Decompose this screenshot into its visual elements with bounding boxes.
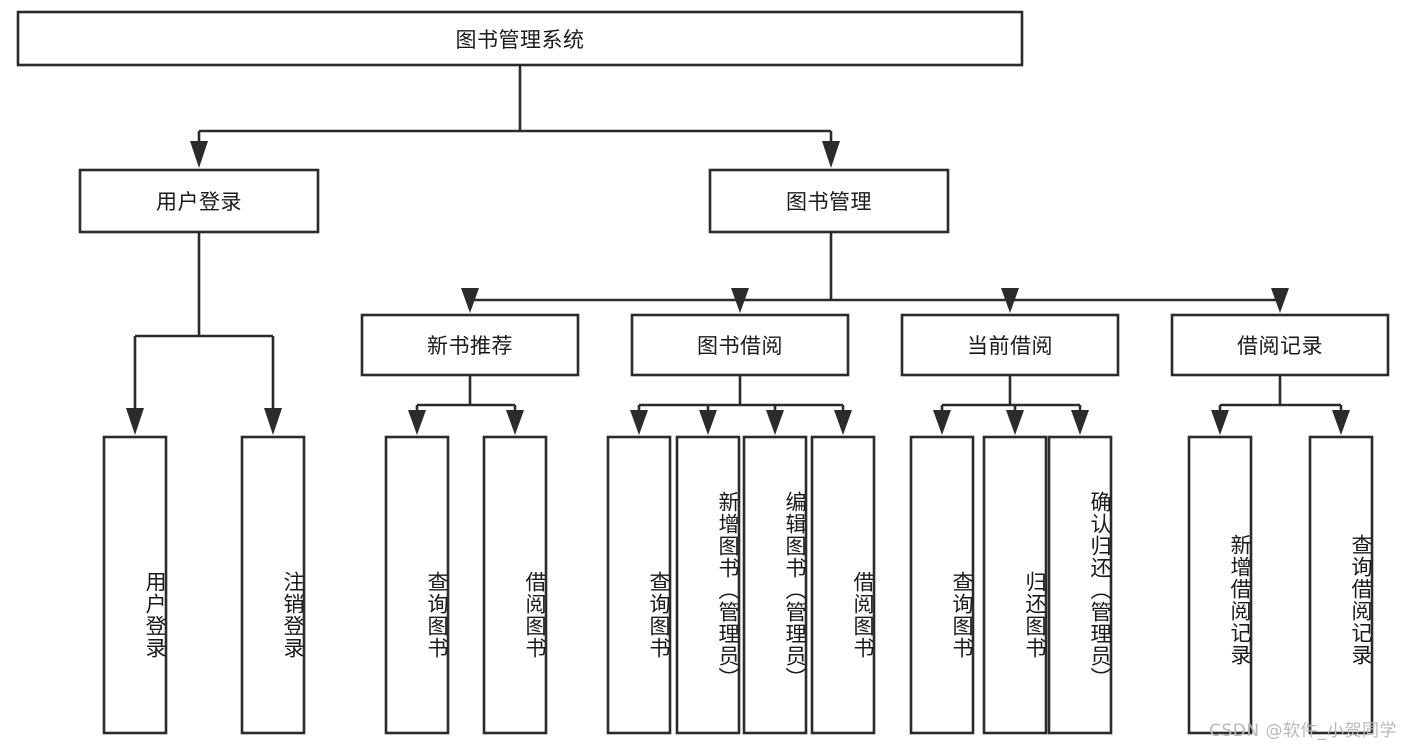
- arrow-head-leaf-borrow-book-2: [834, 410, 852, 435]
- arrow-head-to-borrow-record: [1271, 288, 1289, 313]
- leaf-box-add-record[interactable]: [1187, 435, 1253, 735]
- edge-user-login-to-leaves: [126, 232, 282, 435]
- edge-book-borrow-to-leaves: [630, 375, 852, 435]
- arrow-head-leaf-query-record: [1332, 410, 1350, 435]
- node-book-borrow-box[interactable]: [630, 313, 850, 377]
- arrow-head-leaf-return-book: [1006, 410, 1024, 435]
- leaf-box-edit-book[interactable]: [742, 435, 808, 735]
- leaf-box-borrow-book-2[interactable]: [810, 435, 876, 735]
- edge-new-book-rec-to-leaves: [408, 375, 524, 435]
- arrow-head-leaf-user-login: [126, 408, 144, 435]
- arrow-head-to-book-borrow: [731, 288, 749, 313]
- arrow-head-leaf-confirm-return: [1071, 410, 1089, 435]
- edge-borrow-record-to-leaves: [1211, 375, 1350, 435]
- arrow-head-to-user-login: [190, 141, 208, 168]
- watermark-text: CSDN @软件_小贺同学: [1209, 721, 1397, 741]
- leaf-box-query-book-3[interactable]: [909, 435, 975, 735]
- arrow-head-to-book-manage: [822, 141, 840, 168]
- leaf-box-query-book-1[interactable]: [384, 435, 450, 735]
- node-book-manage-box[interactable]: [708, 168, 950, 234]
- arrow-head-leaf-edit-book: [766, 410, 784, 435]
- node-current-borrow-box[interactable]: [900, 313, 1120, 377]
- edge-current-borrow-to-leaves: [933, 375, 1089, 435]
- leaf-box-query-record[interactable]: [1308, 435, 1374, 735]
- arrow-head-leaf-add-book: [699, 410, 717, 435]
- leaf-box-add-book[interactable]: [675, 435, 741, 735]
- edge-root-to-level1: [190, 65, 840, 168]
- arrow-head-leaf-query-book-2: [630, 410, 648, 435]
- arrow-head-leaf-borrow-book-1: [506, 410, 524, 435]
- leaf-box-user-login[interactable]: [102, 435, 168, 735]
- leaf-box-return-book[interactable]: [982, 435, 1048, 735]
- arrow-head-leaf-logout: [264, 408, 282, 435]
- leaf-box-confirm-return[interactable]: [1047, 435, 1113, 735]
- node-user-login-box[interactable]: [78, 168, 320, 234]
- arrow-head-leaf-query-book-3: [933, 410, 951, 435]
- node-root-box[interactable]: [16, 10, 1024, 67]
- arrow-head-to-current-borrow: [1001, 288, 1019, 313]
- arrow-head-leaf-add-record: [1211, 410, 1229, 435]
- leaf-box-borrow-book-1[interactable]: [482, 435, 548, 735]
- edge-book-manage-to-level2: [461, 232, 1289, 313]
- leaf-box-query-book-2[interactable]: [606, 435, 672, 735]
- arrow-head-to-new-book-rec: [461, 288, 479, 313]
- node-borrow-record-box[interactable]: [1170, 313, 1390, 377]
- leaf-box-logout[interactable]: [240, 435, 306, 735]
- arrow-head-leaf-query-book-1: [408, 410, 426, 435]
- node-new-book-rec-box[interactable]: [360, 313, 580, 377]
